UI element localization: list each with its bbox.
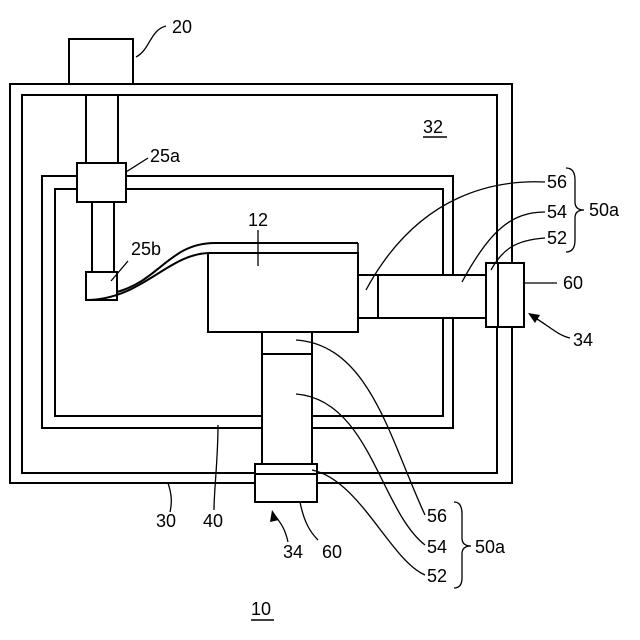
joint-25a: [77, 163, 126, 202]
controller-box: [69, 39, 133, 84]
label-object: 12: [248, 210, 268, 230]
right-part-54: [378, 275, 486, 318]
label-joint-lower: 25b: [131, 239, 161, 259]
leader-right-34-arrow: [532, 316, 570, 338]
label-controller: 20: [172, 17, 192, 37]
label-bottom-54: 54: [427, 537, 447, 557]
label-right-port: 34: [573, 330, 593, 350]
brace-right-50a: [566, 168, 584, 252]
label-right-flange: 60: [563, 273, 583, 293]
right-part-52: [486, 263, 498, 327]
label-housing: 30: [156, 511, 176, 531]
label-right-52: 52: [547, 228, 567, 248]
label-right-56: 56: [547, 172, 567, 192]
object-12: [208, 253, 358, 332]
brace-bottom-50a: [454, 502, 471, 588]
label-joint-upper: 25a: [150, 146, 181, 166]
bottom-part-56: [262, 332, 312, 354]
label-frame: 40: [203, 511, 223, 531]
label-right-54: 54: [547, 202, 567, 222]
bottom-flange-60: [255, 474, 317, 502]
leader-40: [214, 425, 218, 510]
arrowhead-right-34: [528, 313, 540, 323]
label-bottom-port: 34: [283, 542, 303, 562]
leader-25a: [126, 158, 148, 172]
arm-shaft-lower: [92, 202, 114, 272]
leader-30: [168, 483, 171, 512]
leader-bottom-60: [300, 502, 318, 540]
bottom-part-54: [262, 354, 312, 464]
leader-20: [136, 26, 166, 57]
label-bottom-52: 52: [427, 566, 447, 586]
arrowhead-bottom-34: [270, 510, 279, 522]
figure-number: 10: [251, 599, 271, 619]
label-bottom-group: 50a: [475, 537, 506, 557]
bottom-part-52: [255, 464, 317, 474]
right-flange-60: [498, 263, 524, 327]
label-bottom-flange: 60: [322, 542, 342, 562]
label-bottom-56: 56: [427, 506, 447, 526]
right-part-56: [358, 275, 378, 318]
arm-shaft-upper: [86, 95, 118, 163]
label-chamber: 32: [423, 117, 443, 137]
label-right-group: 50a: [589, 200, 620, 220]
